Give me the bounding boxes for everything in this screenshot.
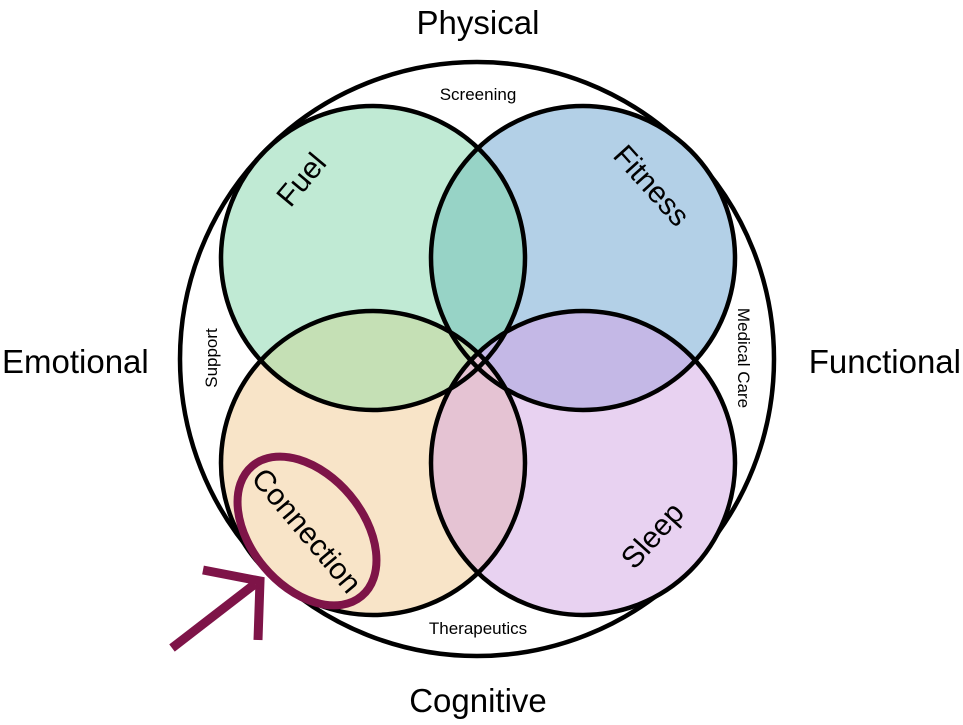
ring-label-medical-care: Medical Care bbox=[734, 308, 753, 408]
dimension-cognitive: Cognitive bbox=[409, 682, 547, 719]
dimension-physical: Physical bbox=[417, 4, 540, 41]
ring-label-therapeutics: Therapeutics bbox=[429, 619, 527, 638]
ring-label-screening: Screening bbox=[440, 85, 517, 104]
ring-label-support: Support bbox=[202, 328, 221, 388]
connection-highlight-oval bbox=[233, 452, 381, 610]
highlight-arrow-icon bbox=[169, 565, 265, 652]
dimension-emotional: Emotional bbox=[2, 343, 149, 380]
circle-outlines bbox=[218, 103, 738, 618]
dimension-functional: Functional bbox=[809, 343, 961, 380]
